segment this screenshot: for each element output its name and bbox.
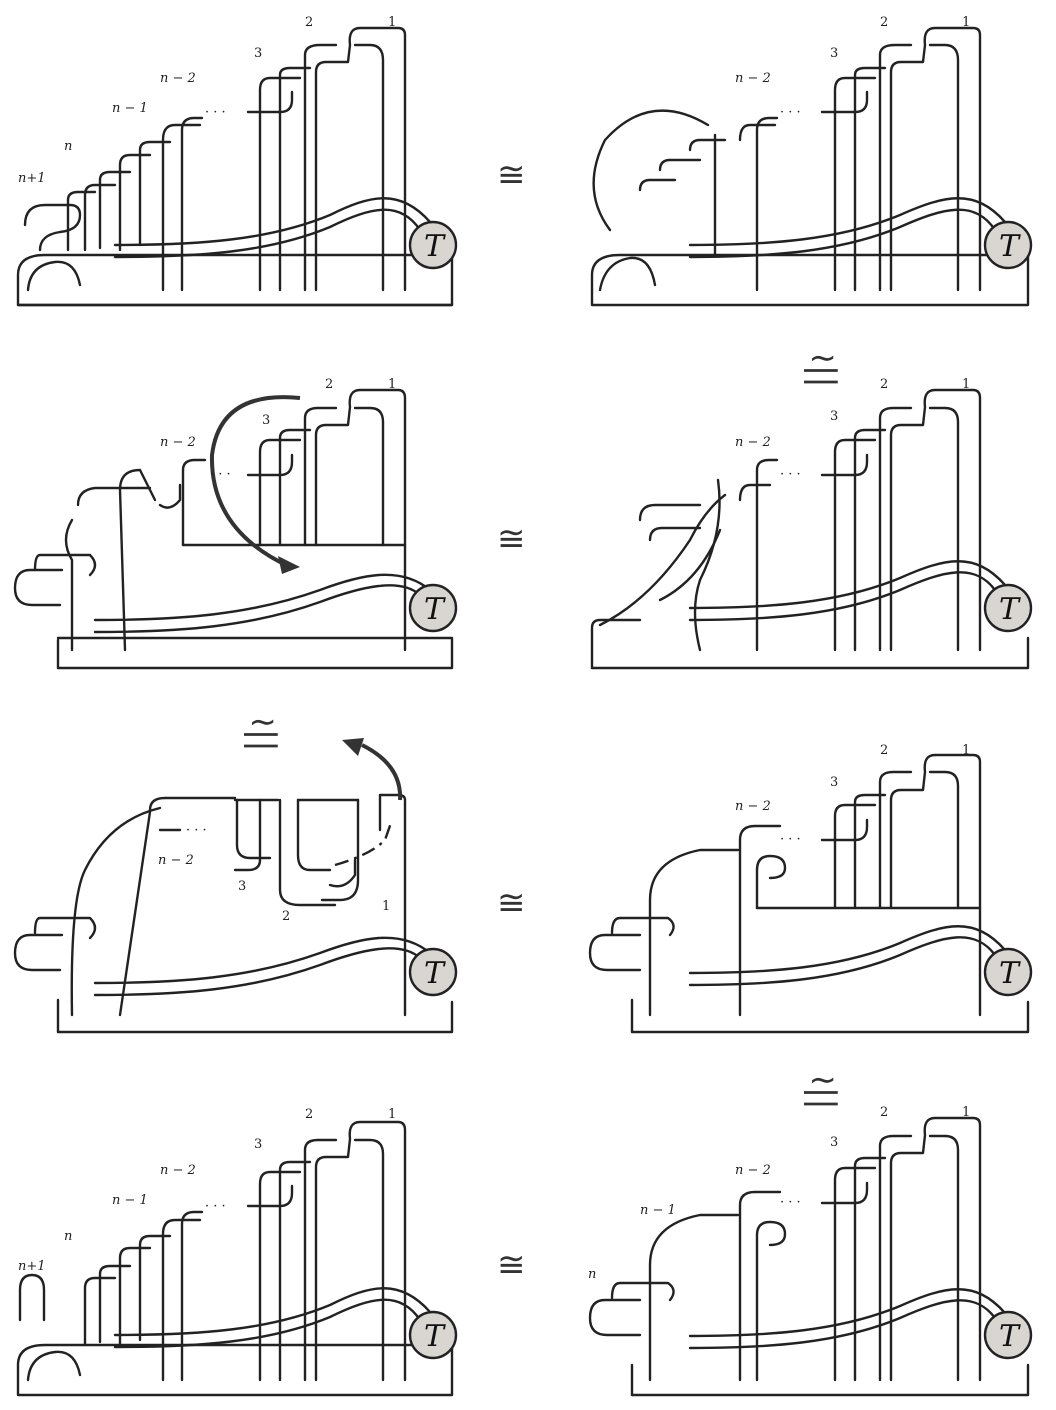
tangle-box: T [983,583,1033,633]
label-row3-left-2: 2 [282,909,290,924]
label-row1-right-2: 2 [880,15,888,30]
relation-vertical-row3-row4: ≀|| [803,1074,843,1110]
label-row1-right-3: 3 [830,46,838,61]
label-row3-left-n-minus-2: n − 2 [158,853,194,868]
ellipsis: · · · [780,1195,801,1210]
label-row3-right-3: 3 [830,775,838,790]
label-row3-right-2: 2 [880,743,888,758]
label-row4-left-n-plus-1: n+1 [18,1259,46,1274]
panel-row2-right: n − 2 3 2 1 · · · T [590,377,1033,670]
panel-row1-left: n+1 n n − 1 n − 2 3 2 1 · · · T [16,15,458,307]
tangle-label: T [999,956,1021,991]
label-row4-left-n: n [64,1229,72,1244]
panel-row3-right: n − 2 3 2 1 · · · T [588,743,1033,1034]
label-row4-right-2: 2 [880,1105,888,1120]
label-row4-left-2: 2 [305,1107,313,1122]
tangle-label: T [424,956,446,991]
label-row2-right-2: 2 [880,377,888,392]
label-row1-left-n: n [64,139,72,154]
panel-row3-left: n − 2 3 2 1 · · · T [13,738,458,1034]
label-row2-right-n-minus-2: n − 2 [735,435,771,450]
label-row1-right-n-minus-2: n − 2 [735,71,771,86]
tangle-label: T [999,229,1021,264]
ellipsis: · · · [205,105,226,120]
tangle-box: T [983,947,1033,997]
label-row2-right-3: 3 [830,409,838,424]
tangle-box: T [408,583,458,633]
label-row1-left-n-minus-1: n − 1 [112,101,148,116]
label-row1-left-2: 2 [305,15,313,30]
tangle-label: T [999,1319,1021,1354]
tangle-label: T [424,1319,446,1354]
relation-vertical-row1-row2: ≀|| [803,352,843,388]
label-row1-left-n-plus-1: n+1 [18,171,46,186]
label-row4-right-n-minus-2: n − 2 [735,1163,771,1178]
label-row2-left-3: 3 [262,413,270,428]
tangle-box: T [408,947,458,997]
label-row4-right-1: 1 [962,1105,970,1120]
label-row2-left-1: 1 [388,377,396,392]
label-row1-left-3: 3 [254,46,262,61]
label-row1-right-1: 1 [962,15,970,30]
tangle-box: T [983,220,1033,270]
label-row4-left-3: 3 [254,1137,262,1152]
label-row4-right-n-minus-1: n − 1 [640,1203,676,1218]
panel-row2-left: n − 2 3 2 1 · · · T [13,377,458,670]
ellipsis: · · · [205,1199,226,1214]
label-row3-left-3: 3 [238,879,246,894]
tangle-label: T [999,592,1021,627]
label-row3-left-1: 1 [382,899,390,914]
label-row4-left-1: 1 [388,1107,396,1122]
ellipsis: · · · [780,467,801,482]
label-row4-right-n: n [588,1267,596,1282]
label-row4-left-n-minus-2: n − 2 [160,1163,196,1178]
tangle-label: T [424,229,446,264]
panel-row4-left: n+1 n n − 1 n − 2 3 2 1 · · · T [16,1107,458,1397]
ellipsis: · · · [210,467,231,482]
relation-row1: ≅ [497,155,526,195]
label-row3-right-n-minus-2: n − 2 [735,799,771,814]
label-row2-right-1: 1 [962,377,970,392]
relation-row3: ≅ [497,883,526,923]
tangle-box: T [983,1310,1033,1360]
ellipsis: · · · [186,823,207,838]
ellipsis: · · · [780,105,801,120]
panel-row4-right: n n − 1 n − 2 3 2 1 · · · T [588,1105,1033,1397]
label-row4-right-3: 3 [830,1135,838,1150]
relation-row4: ≅ [497,1245,526,1285]
label-row1-left-1: 1 [388,15,396,30]
label-row2-left-n-minus-2: n − 2 [160,435,196,450]
relation-row2: ≅ [497,519,526,559]
label-row4-left-n-minus-1: n − 1 [112,1193,148,1208]
panel-row1-right: n − 2 3 2 1 · · · T [590,15,1033,307]
tangle-label: T [424,592,446,627]
relation-vertical-row2-row3: ≀|| [243,716,283,752]
tangle-box: T [408,220,458,270]
label-row1-left-n-minus-2: n − 2 [160,71,196,86]
label-row3-right-1: 1 [962,743,970,758]
label-row2-left-2: 2 [325,377,333,392]
tangle-box: T [408,1310,458,1360]
ellipsis: · · · [780,832,801,847]
